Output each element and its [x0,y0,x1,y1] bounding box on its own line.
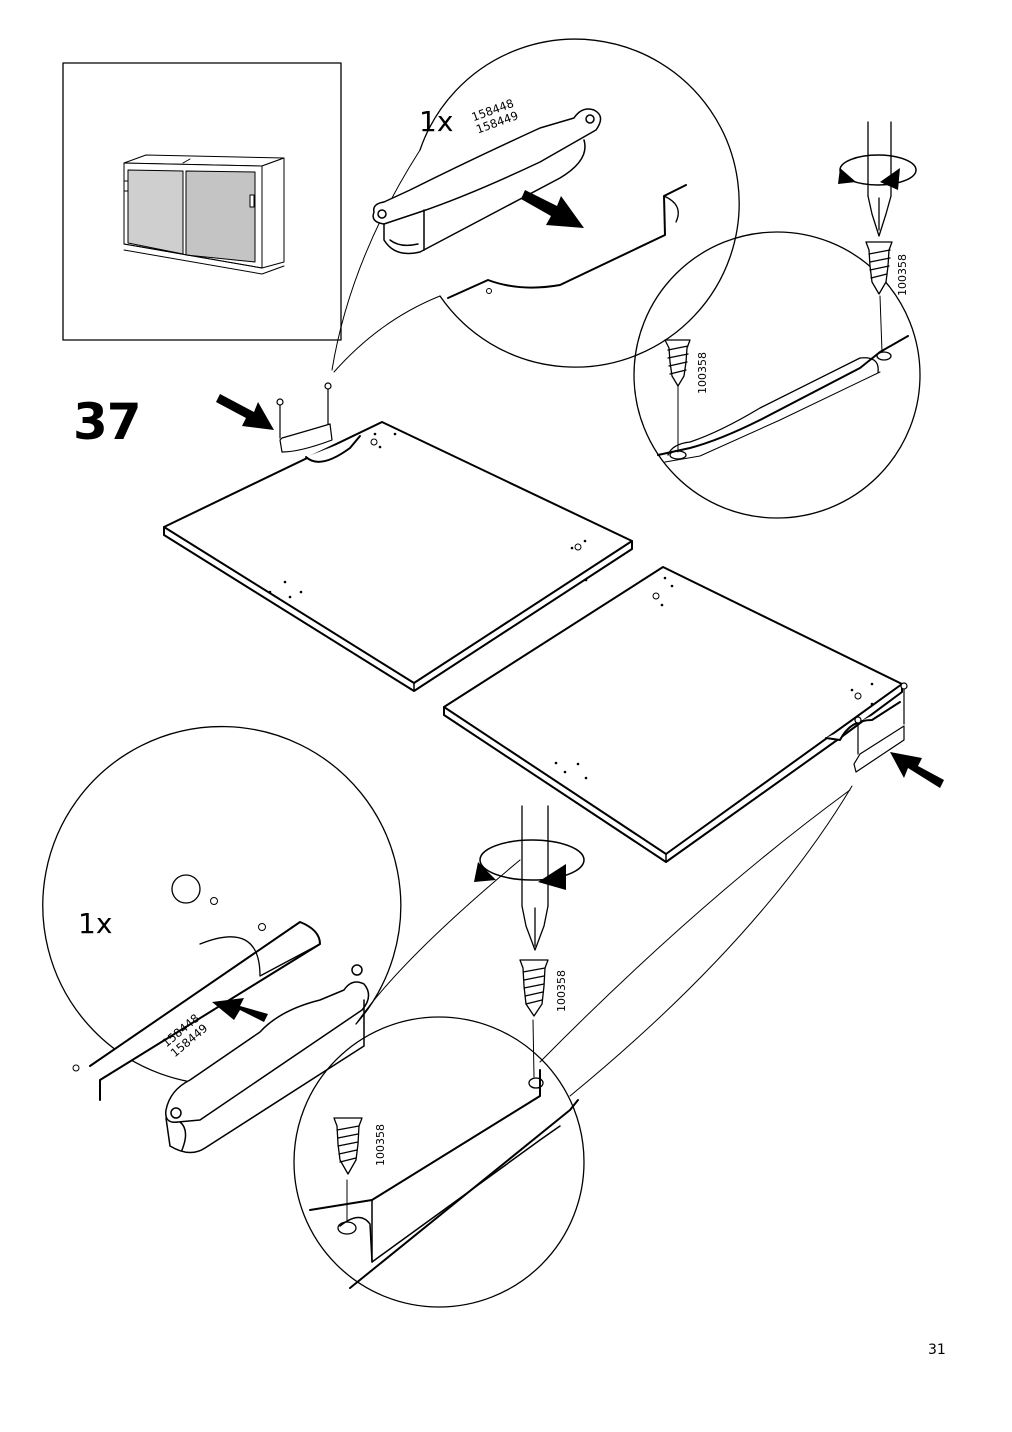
rail-part-bottom [165,964,370,1154]
overview-box [62,62,342,341]
screw-part-number: 100358 [696,352,709,394]
rail-part-right [853,682,908,773]
rail-part-small [276,382,333,453]
panel-1 [163,421,633,692]
insert-arrow-small [216,394,274,430]
insert-arrow-bottom-left [212,998,268,1022]
detail-circle-top [331,38,740,373]
page-number: 31 [928,1342,946,1358]
detail-circle-bottom [293,785,853,1308]
quantity-label-top: 1x [419,105,454,138]
screwdriver-icon [838,121,917,237]
quantity-label-bottom: 1x [78,907,113,940]
rail-part-top [372,108,602,255]
detail-circle-right [633,121,921,519]
insert-arrow-top [521,190,584,228]
screw-part-number: 100358 [896,254,909,296]
screw-icon [664,339,691,387]
screw-icon [519,959,549,1017]
screwdriver-icon [474,805,585,951]
screw-part-number: 100358 [374,1124,387,1166]
step-number: 37 [73,393,142,451]
cabinet-illustration [123,154,285,275]
screw-icon [333,1117,363,1175]
detail-circle-bottom-left [42,725,521,1154]
screw-icon [865,241,893,295]
insert-arrow-right [890,752,944,788]
screw-part-number: 100358 [555,970,568,1012]
